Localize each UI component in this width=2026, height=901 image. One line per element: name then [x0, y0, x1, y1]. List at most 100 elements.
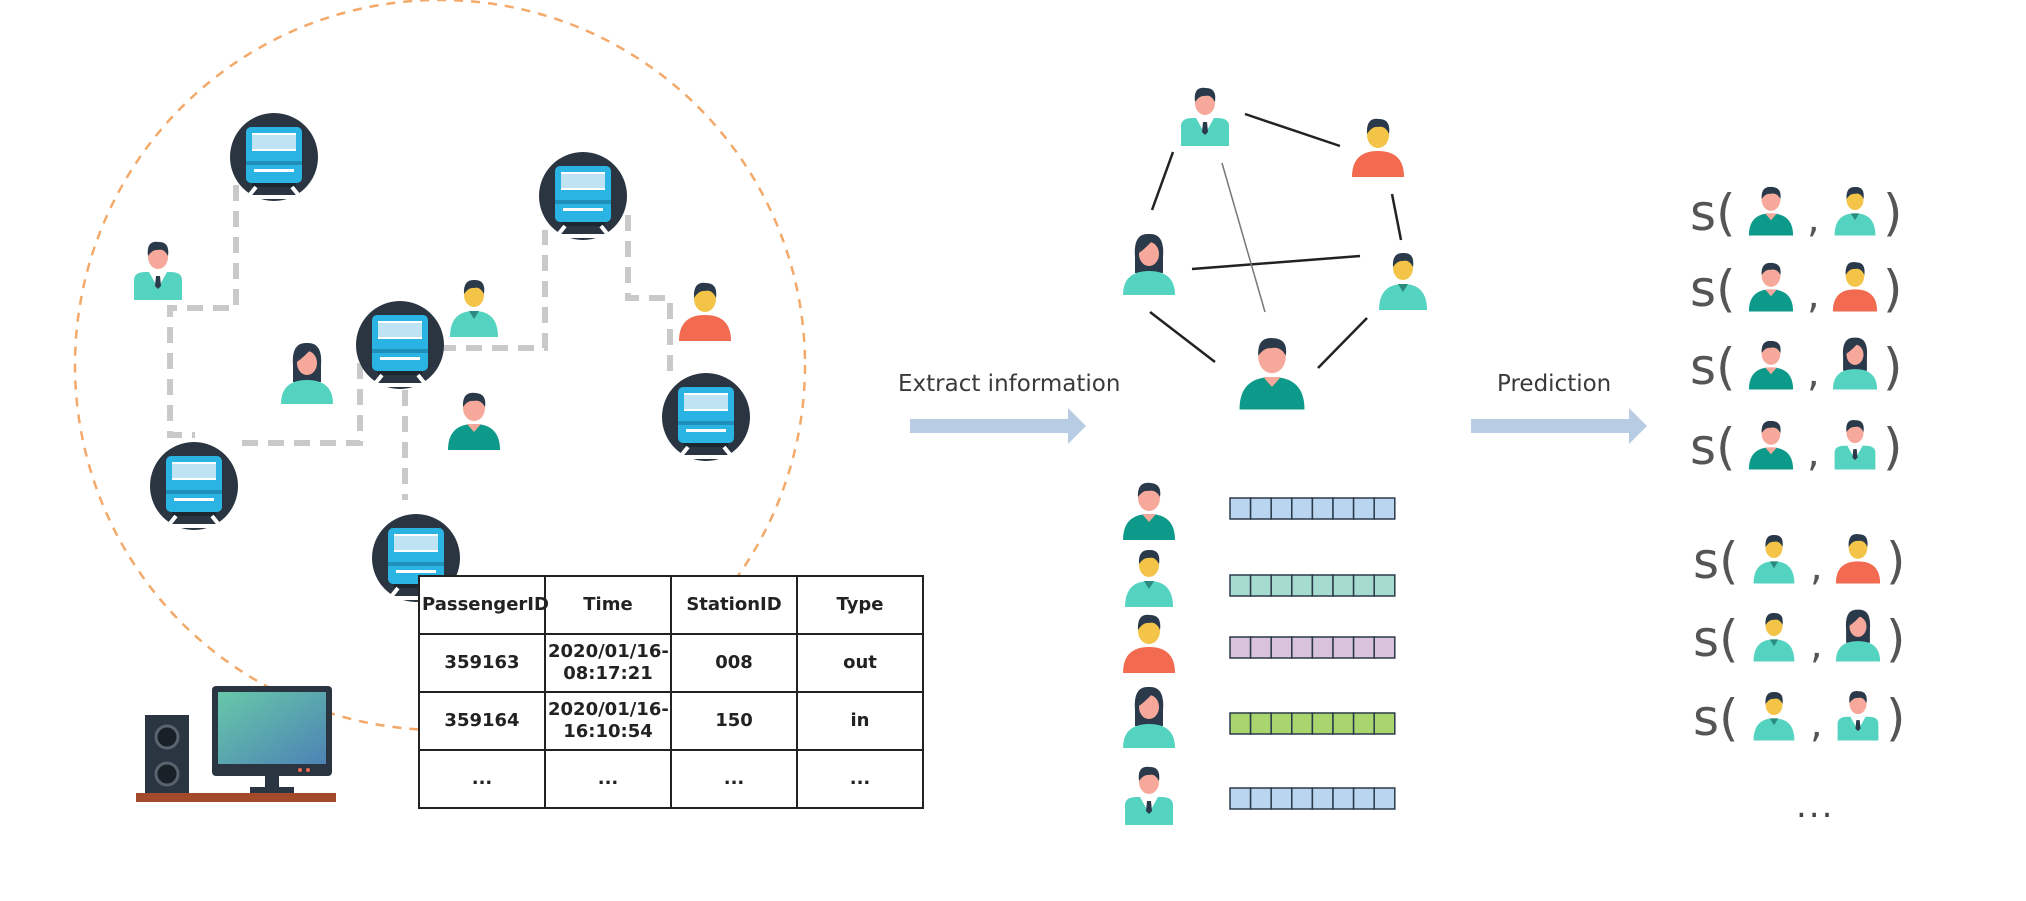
embedding-cell [1332, 574, 1355, 597]
pair-separator: , [1810, 622, 1823, 668]
embedding-cell [1352, 574, 1375, 597]
similarity-closing-paren: ) [1883, 260, 1903, 318]
pair-separator: , [1807, 350, 1820, 396]
table-cell: 008 [670, 633, 798, 693]
train-station-icon [660, 371, 752, 463]
embedding-cell [1249, 636, 1272, 659]
embedding-cell [1311, 636, 1334, 659]
embedding-cell [1373, 636, 1396, 659]
table-cell: out [796, 633, 924, 693]
passenger-icon [1753, 612, 1795, 662]
embedding-cell [1249, 497, 1272, 520]
embedding-cell [1373, 712, 1396, 735]
column-header: StationID [670, 575, 798, 635]
embedding-cell [1291, 712, 1314, 735]
graph-edges [1149, 112, 1403, 369]
prediction-label: Prediction [1497, 371, 1612, 397]
embedding-cell [1270, 787, 1293, 810]
passenger-icon [1753, 534, 1795, 584]
graph-node-icon [1123, 233, 1175, 295]
embedding-cell [1270, 712, 1293, 735]
embedding-cell [1373, 497, 1396, 520]
table-cell: 359164 [418, 691, 546, 751]
similarity-pair: s(,) [1690, 260, 1903, 318]
embedding-cell [1229, 712, 1252, 735]
embedding-cell [1332, 712, 1355, 735]
similarity-function-label: s( [1690, 338, 1736, 396]
embedding-cell [1352, 497, 1375, 520]
pair-separator: , [1807, 196, 1820, 242]
table-cell: 2020/01/16-16:10:54 [544, 691, 672, 751]
embedding-vector [1229, 712, 1396, 735]
train-station-icon [148, 440, 240, 532]
metro-route-lines [167, 185, 673, 500]
embedding-cell [1311, 787, 1334, 810]
train-station-icon [354, 299, 446, 391]
embedding-cell [1373, 787, 1396, 810]
passenger-icon [1753, 691, 1795, 741]
pair-separator: , [1810, 544, 1823, 590]
embedding-cell [1291, 574, 1314, 597]
passenger-icon [1748, 262, 1794, 312]
embedding-vector [1229, 574, 1396, 597]
embedding-cell [1332, 497, 1355, 520]
graph-node-icon [1352, 118, 1404, 177]
table-row: 359164 2020/01/16-16:10:54 150 in [418, 691, 924, 751]
table-cell: ... [796, 749, 924, 809]
similarity-pair: s(,) [1693, 609, 1906, 668]
network-boundary-circle [73, 0, 807, 732]
passenger-icon [1748, 340, 1794, 390]
passenger-icon [134, 241, 182, 300]
table-row: 359163 2020/01/16-08:17:21 008 out [418, 633, 924, 693]
graph-node-icon [1379, 252, 1427, 310]
pair-separator: , [1807, 430, 1820, 476]
embedding-cell [1311, 497, 1334, 520]
passenger-icon [679, 282, 731, 341]
passenger-icon [1835, 609, 1881, 662]
table-header-row: PassengerID Time StationID Type [418, 575, 924, 635]
embedding-cell [1291, 636, 1314, 659]
table-cell: 150 [670, 691, 798, 751]
embedding-cell [1229, 497, 1252, 520]
similarity-function-label: s( [1693, 610, 1739, 668]
pair-separator: , [1807, 272, 1820, 318]
prediction-arrow [1471, 408, 1647, 444]
embedding-cell [1352, 712, 1375, 735]
embedding-passenger-icon [1123, 686, 1175, 748]
embedding-vectors [1229, 497, 1396, 810]
embedding-cell [1270, 636, 1293, 659]
passenger-icon [1832, 337, 1878, 390]
passenger-icon [1832, 262, 1878, 312]
embedding-cell [1270, 497, 1293, 520]
more-pairs-ellipsis: ... [1796, 786, 1835, 826]
table-cell: ... [544, 749, 672, 809]
table-cell: in [796, 691, 924, 751]
embedding-passenger-icon [1125, 766, 1173, 825]
embedding-vector [1229, 497, 1396, 520]
similarity-pair: s(,) [1693, 689, 1906, 747]
embedding-passenger-icon [1123, 482, 1175, 540]
embedding-cell [1291, 787, 1314, 810]
similarity-function-label: s( [1693, 689, 1739, 747]
similarity-closing-paren: ) [1883, 184, 1903, 242]
smart-card-records-table: PassengerID Time StationID Type 359163 2… [418, 575, 924, 809]
embedding-cell [1332, 636, 1355, 659]
table-cell: 359163 [418, 633, 546, 693]
table-cell: 2020/01/16-08:17:21 [544, 633, 672, 693]
passenger-icon [1835, 534, 1881, 584]
similarity-function-label: s( [1690, 260, 1736, 318]
passenger-icon [1834, 420, 1876, 470]
embedding-cell [1373, 574, 1396, 597]
passenger-icon [1837, 691, 1879, 741]
similarity-pair: s(,) [1690, 337, 1903, 396]
train-station-icon [537, 150, 629, 242]
similarity-closing-paren: ) [1883, 418, 1903, 476]
train-station-icon [228, 111, 320, 203]
embedding-vector [1229, 636, 1396, 659]
similarity-pair: s(,) [1690, 184, 1903, 242]
embedding-passenger-icon [1123, 614, 1175, 673]
pair-separator: , [1810, 701, 1823, 747]
embedding-cell [1352, 636, 1375, 659]
embedding-cell [1229, 636, 1252, 659]
